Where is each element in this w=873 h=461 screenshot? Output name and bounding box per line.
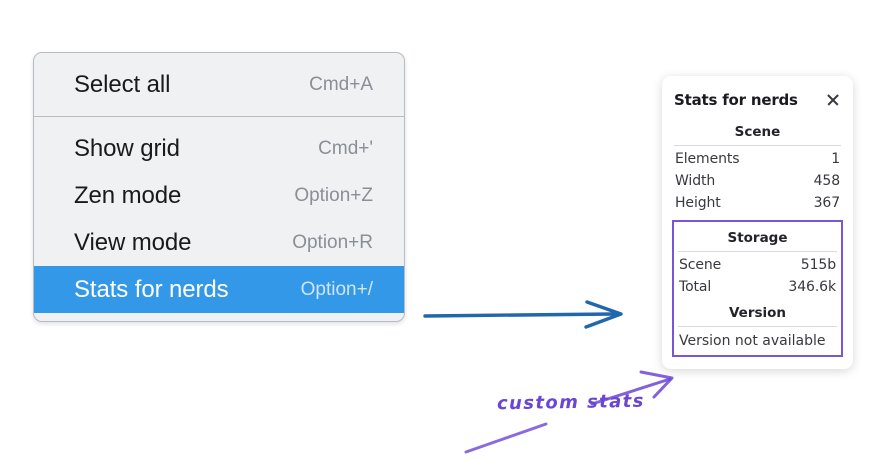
stats-for-nerds-panel: Stats for nerds Scene Elements 1 Width 4… [662,76,853,369]
stat-value: 458 [813,173,841,189]
stat-key: Elements [675,151,740,167]
stat-value: 346.6k [788,279,836,295]
stat-value: 1 [831,151,840,167]
menu-item-label: Select all [74,70,171,98]
storage-divider [678,251,837,252]
menu-item-shortcut: Cmd+A [309,73,373,95]
stat-value: 515b [800,257,836,273]
stat-value: 367 [813,195,841,211]
menu-item-shortcut: Cmd+' [318,137,373,159]
stats-panel-title: Stats for nerds [674,91,798,109]
menu-item-shortcut: Option+Z [294,184,373,206]
menu-item-zen-mode[interactable]: Zen mode Option+Z [34,172,404,219]
menu-item-stats-for-nerds[interactable]: Stats for nerds Option+/ [34,266,404,313]
menu-item-shortcut: Option+/ [300,278,373,300]
scene-divider [674,145,841,146]
blue-arrow [423,300,623,329]
menu-item-show-grid[interactable]: Show grid Cmd+' [34,125,404,172]
canvas-context-menu[interactable]: Select all Cmd+A Show grid Cmd+' Zen mod… [33,52,405,322]
stat-row-storage-scene: Scene 515b [676,254,839,276]
version-section-heading: Version [728,305,787,321]
scene-section-heading: Scene [734,124,781,140]
stat-row-storage-total: Total 346.6k [676,276,839,298]
stats-panel-header: Stats for nerds [672,86,843,117]
menu-item-label: View mode [74,228,192,256]
version-text: Version not available [679,333,826,349]
close-icon[interactable] [825,92,841,108]
custom-stats-annotation-label: custom stats [496,390,645,415]
stat-key: Height [675,195,721,211]
menu-item-shortcut: Option+R [292,231,373,253]
menu-section-2: Show grid Cmd+' Zen mode Option+Z View m… [34,116,404,321]
stat-key: Scene [679,257,722,273]
menu-item-select-all[interactable]: Select all Cmd+A [34,61,404,108]
stat-row-elements: Elements 1 [672,148,843,170]
menu-item-label: Zen mode [74,181,182,209]
menu-item-label: Stats for nerds [74,275,229,303]
menu-item-label: Show grid [74,134,180,162]
purple-underline-stroke [464,422,548,454]
stat-key: Total [679,279,712,295]
custom-stats-highlight-box: Storage Scene 515b Total 346.6k Version … [672,220,843,357]
stat-key: Width [675,173,716,189]
menu-item-view-mode[interactable]: View mode Option+R [34,219,404,266]
menu-section-1: Select all Cmd+A [34,53,404,116]
version-divider [678,326,837,327]
storage-section-heading: Storage [727,230,788,246]
stat-row-width: Width 458 [672,170,843,192]
stat-row-height: Height 367 [672,192,843,214]
